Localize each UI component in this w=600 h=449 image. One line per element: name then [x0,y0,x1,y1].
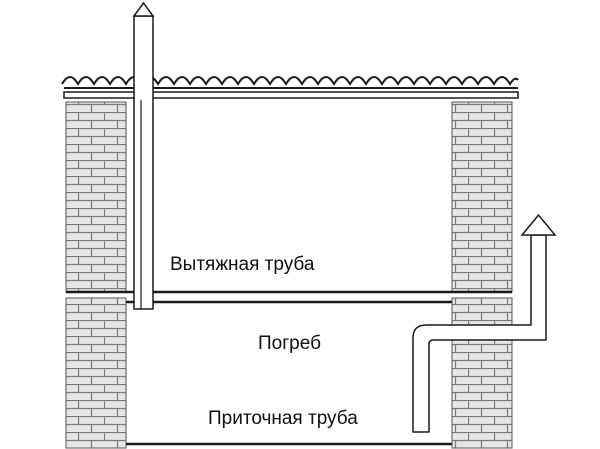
left-wall [65,101,127,449]
exhaust-arrow-icon [132,1,155,17]
supply-pipe-label: Приточная труба [208,408,358,429]
supply-arrow-icon [520,213,557,236]
cellar-label: Погреб [258,333,321,354]
roof [61,76,519,99]
exhaust-pipe [133,15,154,310]
exhaust-pipe-label: Вытяжная труба [170,254,315,275]
right-wall [451,101,513,449]
cellar-ceiling-slab [66,290,512,304]
